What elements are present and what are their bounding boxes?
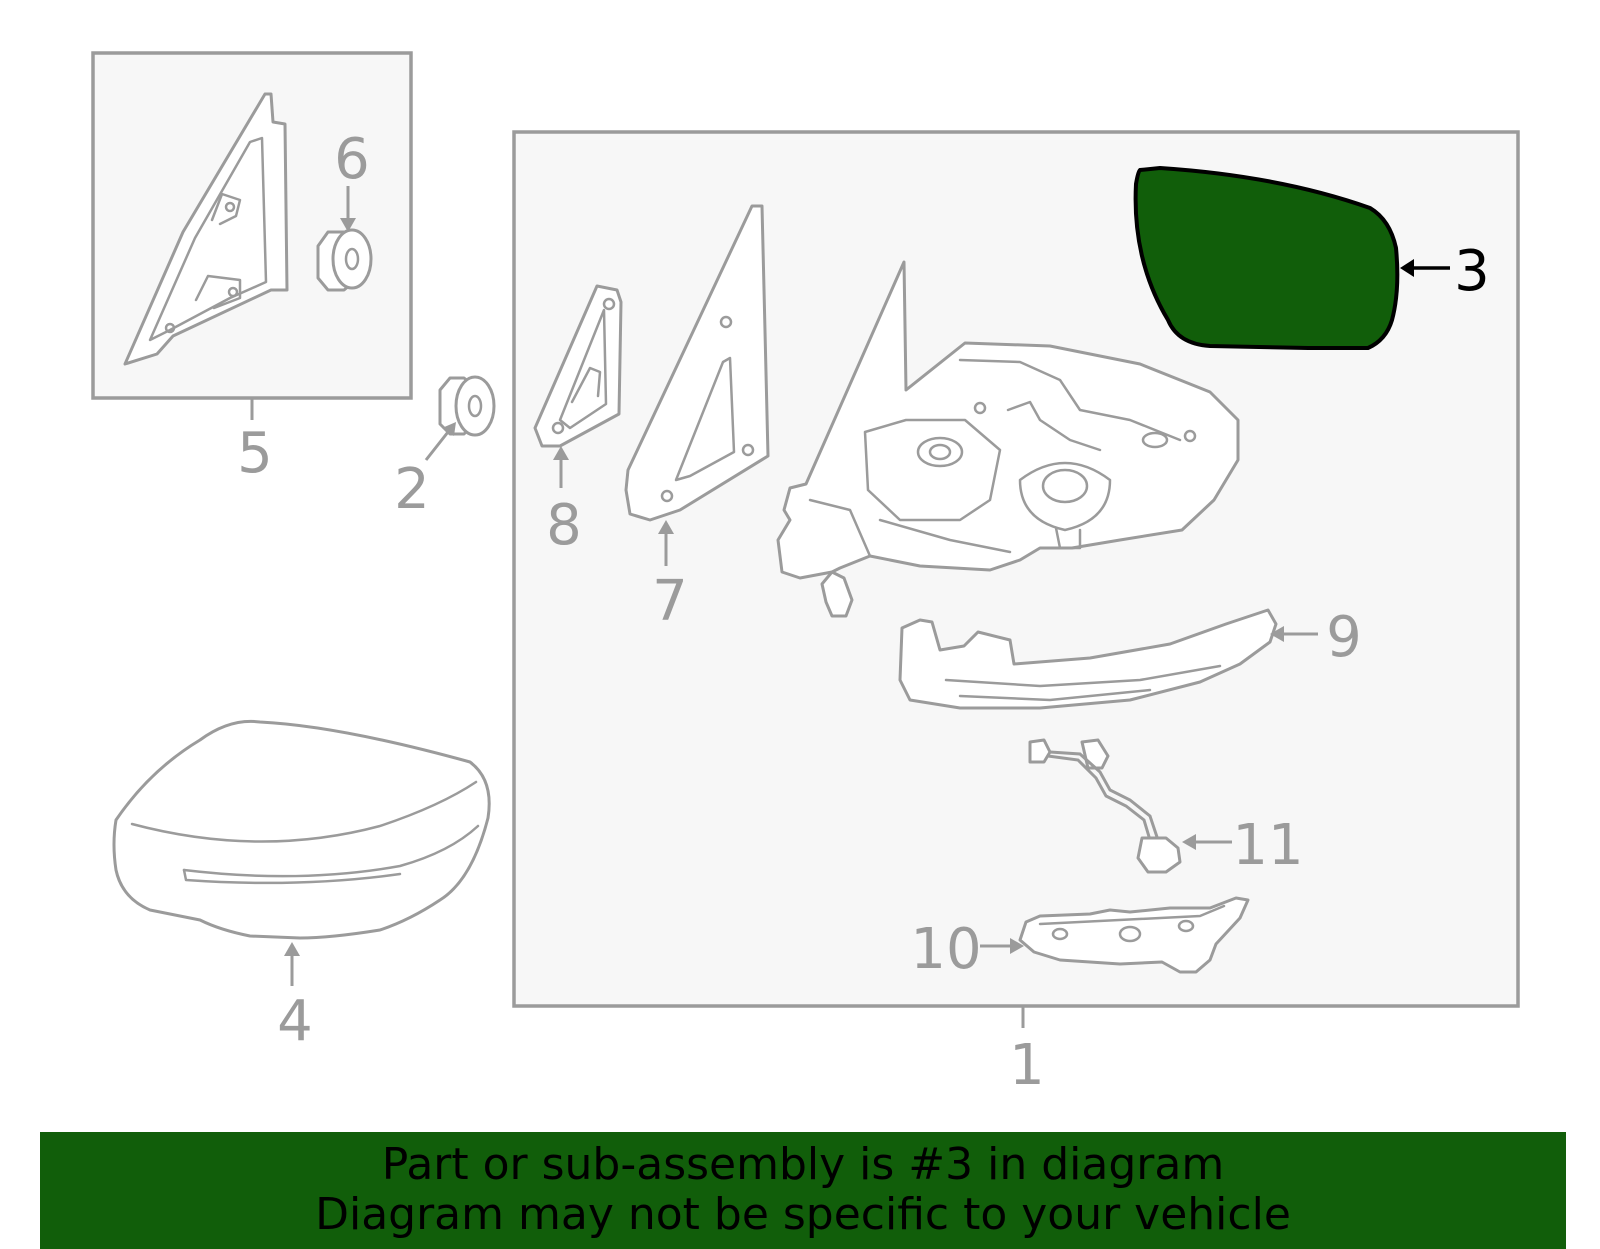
callout-1: 1 [1009, 1033, 1045, 1098]
callout-8: 8 [546, 493, 582, 558]
callout-5: 5 [237, 421, 273, 486]
leader-8 [553, 446, 569, 488]
part-6-nut[interactable] [316, 228, 373, 292]
callout-9: 9 [1326, 605, 1362, 670]
part-5-bracket[interactable] [123, 92, 289, 366]
callout-10: 10 [910, 917, 981, 982]
part-1-mirror-housing[interactable] [776, 260, 1240, 618]
banner-line-1: Part or sub-assembly is #3 in diagram [381, 1139, 1225, 1190]
callout-3: 3 [1454, 239, 1490, 304]
leader-3 [1400, 259, 1450, 277]
callout-4: 4 [277, 989, 313, 1054]
info-banner: Part or sub-assembly is #3 in diagram Di… [40, 1132, 1566, 1249]
banner-line-2: Diagram may not be specific to your vehi… [315, 1189, 1291, 1240]
part-10-lamp-bracket[interactable] [1018, 896, 1250, 974]
leader-6 [340, 186, 356, 232]
part-3-mirror-glass[interactable] [1133, 166, 1400, 350]
callout-2: 2 [394, 457, 430, 522]
part-7-gasket[interactable] [624, 204, 770, 522]
part-11-wire-harness[interactable] [1028, 738, 1182, 874]
part-9-signal-lens[interactable] [898, 608, 1278, 710]
leader-2 [424, 422, 456, 461]
part-8-gasket[interactable] [533, 284, 623, 448]
part-2-nut[interactable] [438, 375, 496, 437]
callout-6: 6 [334, 127, 370, 192]
leader-9 [1270, 626, 1318, 642]
part-4-mirror-cover[interactable] [112, 719, 491, 940]
leader-4 [284, 942, 300, 986]
leader-10 [980, 938, 1024, 954]
leader-11 [1182, 834, 1232, 850]
leader-7 [658, 520, 674, 566]
callout-7: 7 [652, 569, 688, 634]
callout-11: 11 [1232, 813, 1303, 878]
